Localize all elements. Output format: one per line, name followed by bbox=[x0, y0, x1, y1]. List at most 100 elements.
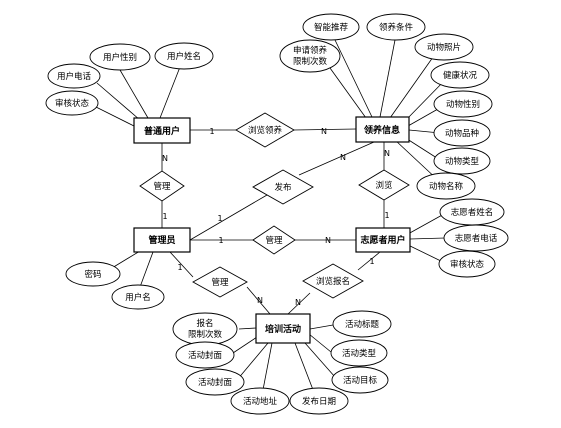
rel-manage-3[interactable]: 管理 bbox=[192, 266, 248, 298]
card-manage2-vol: N bbox=[325, 236, 331, 245]
card-user-browse: 1 bbox=[209, 127, 214, 136]
card-manage3-train: N bbox=[257, 296, 263, 305]
rel-manage-1[interactable]: 管理 bbox=[139, 170, 185, 202]
attr-act-addr-label: 活动地址 bbox=[243, 396, 278, 407]
attr-user-review-label: 审核状态 bbox=[55, 98, 90, 109]
attr-user-name: 用户姓名 bbox=[154, 42, 214, 70]
rel-browse-adopt[interactable]: 浏览领养 bbox=[235, 112, 295, 148]
rel-manage-2[interactable]: 管理 bbox=[252, 225, 296, 255]
rel-manage-2-label: 管理 bbox=[265, 235, 283, 246]
edge-vol-phone bbox=[409, 237, 446, 240]
attr-animal-type-label: 动物类型 bbox=[445, 156, 480, 167]
edge-browse-info bbox=[293, 128, 357, 131]
edge-vol-review bbox=[405, 243, 446, 264]
rel-manage-3-label: 管理 bbox=[211, 277, 229, 288]
attr-adopt-limit: 申请领养 限制次数 bbox=[279, 39, 341, 73]
attr-health-label: 健康状况 bbox=[443, 70, 478, 81]
attr-username: 用户名 bbox=[111, 284, 165, 310]
rel-manage-1-label: 管理 bbox=[153, 181, 171, 192]
attr-signup-limit: 报名 限制次数 bbox=[172, 312, 238, 346]
attr-animal-name-label: 动物名称 bbox=[429, 181, 464, 192]
cardinalities: 1 N N 1 1 N N 1 1 N 1 N 1 N bbox=[162, 127, 390, 307]
attr-act-cover-2-label: 活动封面 bbox=[198, 377, 233, 388]
attr-adopt-cond: 领养条件 bbox=[366, 13, 426, 41]
entity-admin[interactable]: 管理员 bbox=[133, 227, 191, 253]
attr-signup-limit-label-2: 限制次数 bbox=[188, 329, 223, 340]
entity-volunteer-label: 志愿者用户 bbox=[360, 234, 405, 246]
edge-signup-limit bbox=[238, 327, 257, 330]
attr-adopt-limit-label-1: 申请领养 bbox=[293, 45, 328, 56]
rel-publish[interactable]: 发布 bbox=[252, 169, 314, 205]
attr-act-type: 活动类型 bbox=[330, 339, 388, 367]
attr-password-label: 密码 bbox=[84, 269, 101, 280]
attr-health: 健康状况 bbox=[430, 61, 490, 89]
attr-signup-limit-label-1: 报名 bbox=[196, 318, 213, 329]
attr-vol-review: 审核状态 bbox=[438, 250, 496, 278]
rel-browse[interactable]: 浏览 bbox=[358, 169, 410, 201]
edge-act-title bbox=[309, 324, 334, 330]
entity-training-label: 培训活动 bbox=[265, 323, 301, 335]
attr-act-title: 活动标题 bbox=[332, 310, 392, 338]
rel-browse-label: 浏览 bbox=[375, 180, 392, 191]
card-admin-manage2: 1 bbox=[218, 236, 223, 245]
edge-user-phone bbox=[96, 82, 141, 121]
edge-vol-signup bbox=[357, 251, 381, 271]
entity-volunteer[interactable]: 志愿者用户 bbox=[355, 227, 411, 253]
attr-password: 密码 bbox=[65, 261, 121, 287]
attr-animal-type: 动物类型 bbox=[433, 147, 491, 175]
edge-admin-manage3 bbox=[169, 251, 194, 278]
attr-act-type-label: 活动类型 bbox=[342, 348, 377, 359]
card-info-browse: N bbox=[384, 149, 390, 158]
attr-animal-photo-label: 动物照片 bbox=[427, 42, 461, 53]
edge-vol-name bbox=[407, 213, 445, 235]
rel-browse-signup[interactable]: 浏览报名 bbox=[302, 263, 364, 299]
edge-act-cover-2 bbox=[236, 342, 269, 381]
card-manage-admin: 1 bbox=[162, 212, 167, 221]
attr-act-cover-1: 活动封面 bbox=[175, 341, 235, 369]
edge-smart-rec bbox=[334, 39, 373, 118]
attr-smart-rec-label: 智能推荐 bbox=[314, 22, 349, 33]
edge-adopt-limit bbox=[329, 67, 367, 119]
attr-user-gender: 用户性别 bbox=[89, 43, 151, 71]
edge-admin-publish bbox=[189, 194, 268, 241]
attr-vol-name-label: 志愿者姓名 bbox=[451, 207, 494, 218]
attr-user-phone: 用户电话 bbox=[47, 63, 101, 89]
attr-user-phone-label: 用户电话 bbox=[57, 71, 92, 82]
edge-act-cover-1 bbox=[232, 336, 258, 354]
edge-user-gender bbox=[119, 69, 149, 119]
attr-smart-rec: 智能推荐 bbox=[302, 13, 360, 41]
entity-adopt-info[interactable]: 领养信息 bbox=[355, 116, 410, 143]
edge-act-goal bbox=[304, 342, 336, 378]
edge-user-name bbox=[159, 66, 181, 119]
entity-user[interactable]: 普通用户 bbox=[133, 117, 191, 144]
attr-act-cover-2: 活动封面 bbox=[185, 368, 245, 396]
attr-animal-name: 动物名称 bbox=[416, 172, 476, 200]
attr-user-review: 审核状态 bbox=[45, 90, 99, 116]
entity-adopt-info-label: 领养信息 bbox=[364, 124, 400, 136]
edge-publish-info bbox=[298, 141, 375, 176]
attr-vol-name: 志愿者姓名 bbox=[439, 198, 505, 226]
card-admin-publish: 1 bbox=[217, 214, 222, 223]
attr-animal-gender-label: 动物性别 bbox=[446, 99, 480, 110]
attr-animal-photo: 动物照片 bbox=[414, 33, 474, 61]
entity-training[interactable]: 培训活动 bbox=[255, 313, 311, 344]
rel-publish-label: 发布 bbox=[274, 182, 291, 193]
attr-act-addr: 活动地址 bbox=[230, 387, 290, 415]
card-admin-manage3: 1 bbox=[177, 263, 182, 272]
edge-username bbox=[139, 251, 154, 288]
attr-vol-phone-label: 志愿者电话 bbox=[455, 233, 498, 244]
rel-browse-adopt-label: 浏览领养 bbox=[248, 125, 283, 136]
entity-admin-label: 管理员 bbox=[148, 234, 175, 246]
edge-health bbox=[403, 77, 448, 123]
attr-act-cover-1-label: 活动封面 bbox=[188, 350, 223, 361]
attr-vol-review-label: 审核状态 bbox=[450, 259, 485, 270]
attr-vol-phone: 志愿者电话 bbox=[443, 224, 509, 252]
attr-publish-date: 发布日期 bbox=[289, 387, 349, 415]
attr-animal-gender: 动物性别 bbox=[433, 90, 493, 118]
attr-user-gender-label: 用户性别 bbox=[103, 52, 137, 63]
card-browse-info: N bbox=[321, 127, 327, 136]
card-publish-info: N bbox=[340, 153, 346, 162]
edge-adopt-cond bbox=[379, 39, 396, 118]
